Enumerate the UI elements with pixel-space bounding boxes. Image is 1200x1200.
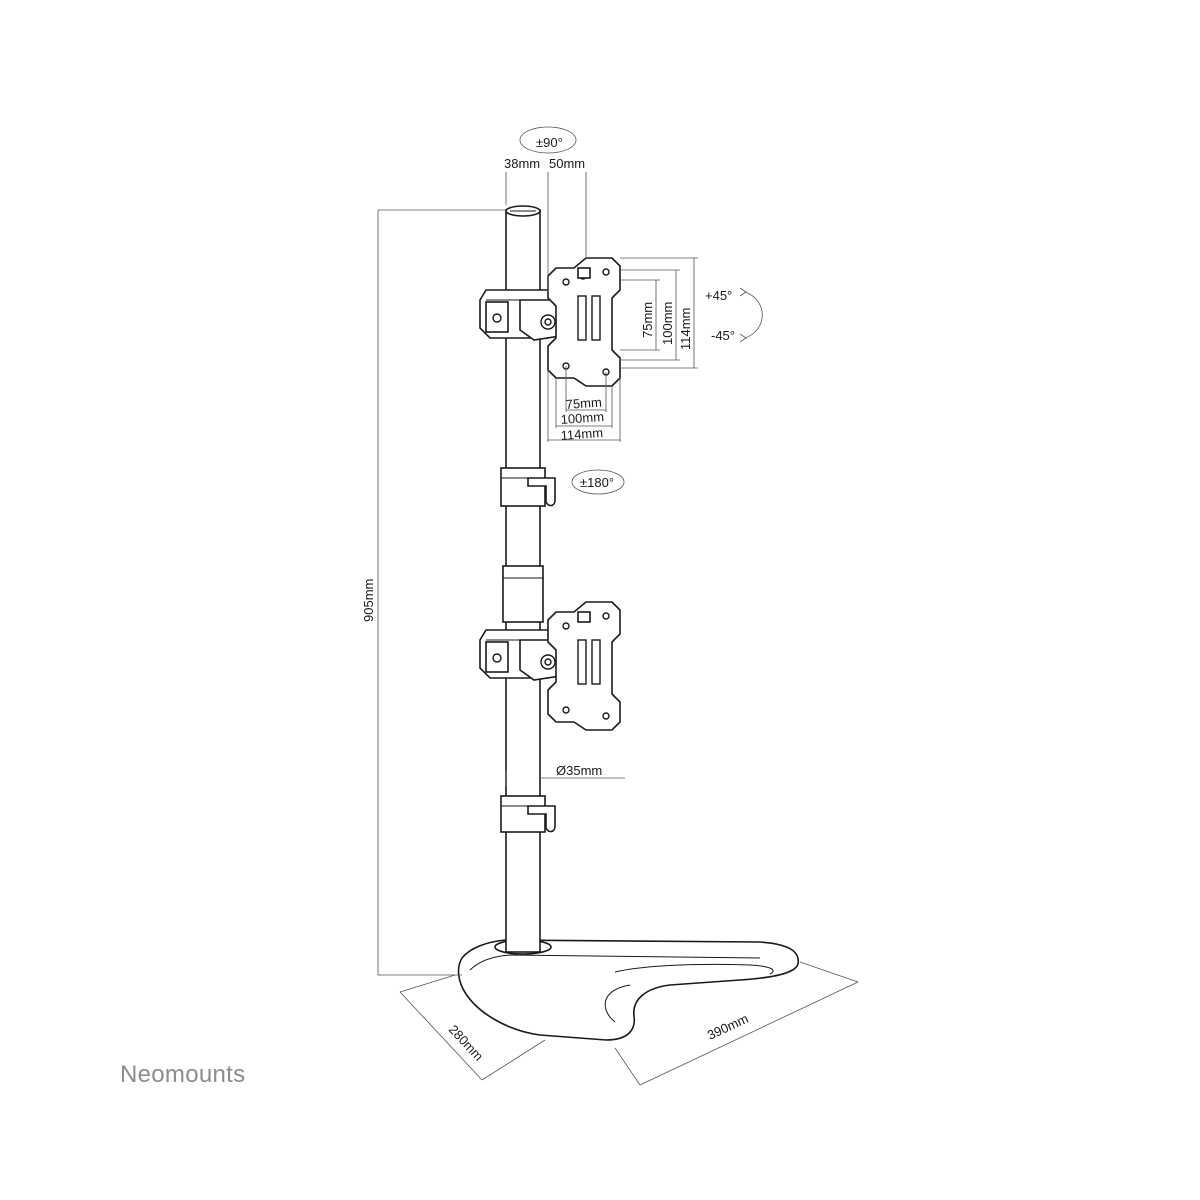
upper-monitor-mount — [479, 257, 621, 387]
label-vesa-w-75: 75mm — [565, 395, 602, 412]
label-vesa-w-100: 100mm — [560, 409, 604, 427]
dimension-lines — [377, 126, 859, 1086]
pole-sleeve — [502, 565, 544, 623]
label-arm-offset: 50mm — [549, 156, 585, 171]
brand-logo: Neomounts — [120, 1061, 245, 1088]
label-vesa-h-114: 114mm — [678, 308, 693, 350]
label-rotation: ±180° — [580, 475, 614, 490]
cable-clip-lower — [500, 795, 556, 833]
label-tilt-down: -45° — [711, 328, 735, 343]
label-height: 905mm — [361, 579, 376, 622]
lower-monitor-mount — [479, 601, 621, 731]
cable-clip-upper — [500, 467, 556, 507]
label-vesa-h-75: 75mm — [640, 302, 655, 338]
label-tilt-up: +45° — [705, 288, 732, 303]
label-base-width: 390mm — [705, 1011, 751, 1043]
label-swivel-top: ±90° — [536, 135, 563, 150]
label-vesa-h-100: 100mm — [660, 302, 675, 345]
label-clamp-width: 38mm — [504, 156, 540, 171]
label-base-depth: 280mm — [446, 1022, 487, 1064]
label-vesa-w-114: 114mm — [560, 425, 603, 443]
label-pole-diameter: Ø35mm — [556, 763, 602, 778]
